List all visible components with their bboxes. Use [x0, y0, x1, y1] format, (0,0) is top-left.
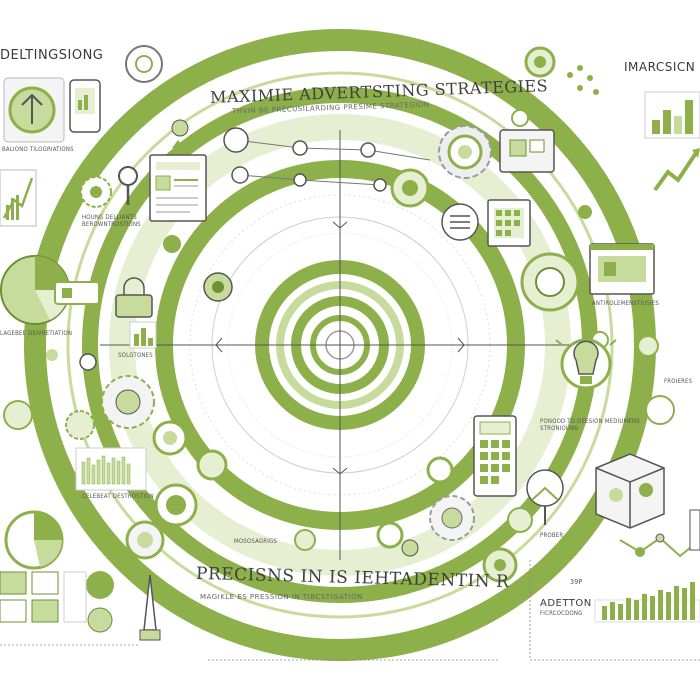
- tag-left-mid: HOUNG DELLIANTS BEROWNTROSTIONS: [82, 214, 141, 228]
- crosshair: [100, 130, 580, 560]
- bar-chart-icon: [75, 447, 147, 491]
- lock-icon: [115, 277, 153, 318]
- leader-lines: [0, 560, 700, 661]
- tag-left-chart: CELEBEAT DESTROSTION: [82, 493, 154, 500]
- target-card-top-left: [3, 77, 65, 143]
- gear-icon: [65, 410, 95, 440]
- calculator-icon: [473, 415, 517, 497]
- bottom-right-subtitle: FICRCOCDONG: [540, 610, 583, 617]
- tag-right-mid: ANTIROLEMENSTIUSIES: [592, 300, 660, 307]
- tag-right-lower: PONOOD TO DEESION MEDIUMENS STRONIOUNG: [540, 418, 640, 432]
- tag-tl-card: BALIONO TILOGRIATIONS: [2, 146, 74, 153]
- gear-icon: [80, 176, 112, 208]
- bottom-right-value: 39P: [570, 578, 583, 586]
- tag-right-edge: FROIERES: [664, 378, 693, 385]
- target-icons: [3, 45, 696, 633]
- gear-icon: [429, 495, 475, 541]
- trend-chart-icon: [0, 169, 37, 227]
- folder-icon: [499, 129, 555, 173]
- tag-center-bottom: MOSOSAGRIGS: [234, 538, 278, 545]
- tag-center-left: SOLGTONES: [118, 352, 153, 359]
- gear-icon: [438, 125, 492, 179]
- tag-right-small: PROBER: [540, 532, 564, 539]
- browser-window-icon: [589, 243, 655, 295]
- pen-icon: [139, 574, 161, 641]
- box-icon: [595, 453, 665, 529]
- pie-chart-icon: [4, 510, 64, 570]
- stat-cards: [0, 571, 87, 623]
- network-nodes-top: [223, 127, 431, 192]
- top-left-title: DELTINGSIONG: [0, 48, 104, 63]
- network-nodes-right-bottom: [619, 509, 700, 558]
- tablet-icon: [487, 199, 531, 247]
- tag-left-lower: LAGEBEE DEIVRETIATION: [0, 330, 73, 337]
- search-icon: [118, 166, 138, 205]
- network-nodes-right: [567, 65, 599, 95]
- satellite-dish-icon: [526, 469, 564, 525]
- bar-chart-icon: [129, 321, 157, 349]
- footer-subtitle: MAGIKLE ES PRESSION IN TIBCSTIGATION: [200, 593, 363, 601]
- bar-chart-icon: [594, 582, 700, 623]
- bottom-right-title: ADETTON: [540, 598, 592, 609]
- pie-chart-icon: [0, 255, 100, 325]
- bar-chart-icon: [644, 91, 700, 139]
- document-icon: [149, 140, 207, 222]
- top-right-title: IMARCSICN: [624, 60, 696, 74]
- gear-icon: [101, 375, 155, 429]
- phone-icon: [69, 79, 101, 133]
- trend-chart-icon: [653, 148, 700, 192]
- list-icon: [441, 203, 479, 241]
- lightbulb-icon: [555, 326, 617, 390]
